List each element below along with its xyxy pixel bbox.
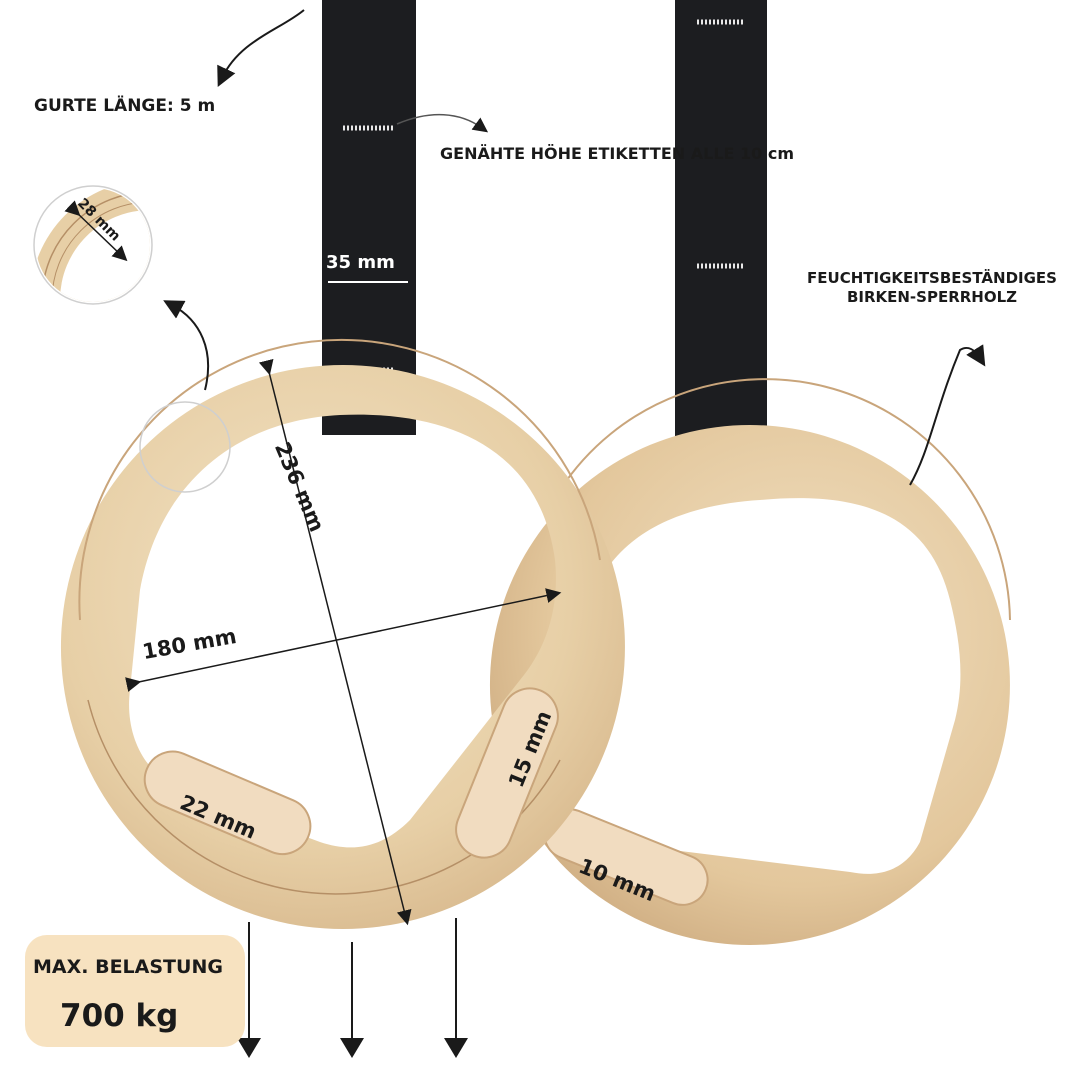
curved-arrow-icon [163,9,986,486]
dimension-lines [125,358,562,926]
height-label-note: GENÄHTE HÖHE ETIKETTEN ALLE 10 cm [440,144,794,163]
birch-plywood-note: FEUCHTIGKEITSBESTÄNDIGES BIRKEN-SPERRHOL… [807,269,1057,306]
zoom-inset [33,185,153,305]
max-load-title: MAX. BELASTUNG [33,956,223,978]
max-load-value: 700 kg [60,998,179,1034]
right-strap [675,0,767,494]
down-arrow-icon [237,918,468,1058]
front-ring [60,338,625,929]
max-load-badge [25,935,245,1047]
back-ring [489,378,1011,945]
strap-width-dimension: 35 mm [326,252,395,273]
strap-length-label: GURTE LÄNGE: 5 m [34,96,216,116]
